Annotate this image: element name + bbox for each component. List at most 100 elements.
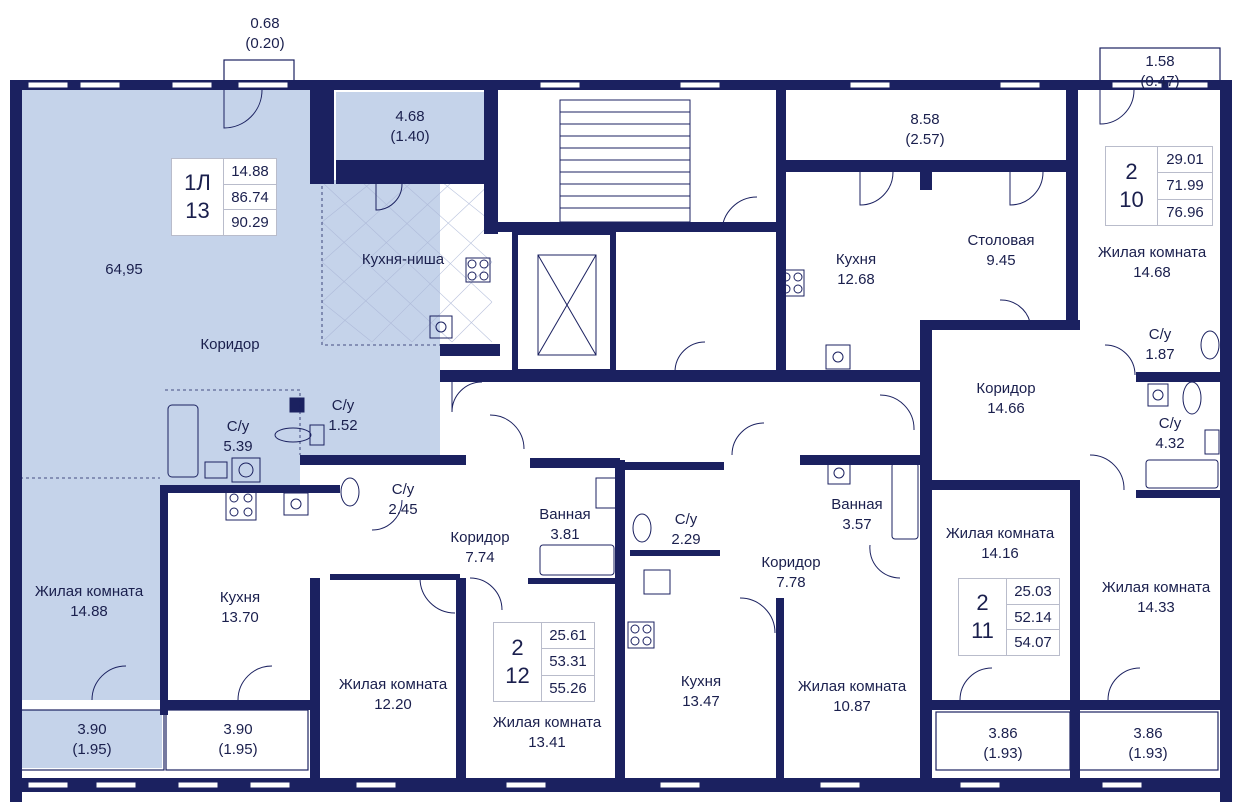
room-area: 3.57 (842, 516, 872, 533)
card-living-area: 29.01 (1158, 147, 1212, 174)
balcony-reduced-area: (2.57) (905, 131, 945, 148)
balcony-reduced-area: (1.40) (390, 128, 430, 145)
balcony-area: 1.58 (1145, 53, 1175, 70)
room-name: С/у (1158, 415, 1182, 432)
room-kitchen-niche: Кухня-ниша (362, 250, 444, 270)
balcony-bottom-4-label: 3.86 (1.93) (1128, 724, 1167, 764)
card-left: 2 10 (1106, 147, 1158, 225)
room-name: Кухня-ниша (361, 251, 445, 268)
room-corridor-12: Коридор 7.74 (450, 528, 509, 568)
room-living-big: 64,95 (105, 260, 143, 280)
room-name: Кухня (680, 673, 722, 690)
balcony-area: 8.58 (910, 111, 940, 128)
room-name: Жилая комната (945, 525, 1055, 542)
room-area: 4.32 (1155, 435, 1185, 452)
room-area: 12.20 (374, 696, 412, 713)
room-area: 1.87 (1145, 346, 1175, 363)
room-name: Жилая комната (338, 676, 448, 693)
card-number: 11 (971, 618, 994, 643)
apartment-card-10[interactable]: 2 10 29.01 71.99 76.96 (1105, 146, 1213, 226)
room-bath-12: Ванная 3.81 (539, 505, 590, 545)
room-name: Коридор (761, 554, 821, 571)
card-left: 1Л 13 (172, 159, 224, 235)
room-area: 9.45 (986, 252, 1016, 269)
room-area: 14.66 (987, 400, 1025, 417)
apartment-card-13[interactable]: 1Л 13 14.88 86.74 90.29 (171, 158, 277, 236)
room-bath-13a: С/у 5.39 (223, 417, 252, 457)
card-number: 12 (505, 663, 530, 688)
apartment-card-12[interactable]: 2 12 25.61 53.31 55.26 (493, 622, 595, 702)
room-corridor-10: Коридор 14.66 (976, 379, 1035, 419)
room-area: 13.41 (528, 734, 566, 751)
card-total-with-balcony: 90.29 (231, 214, 269, 232)
card-right: 25.03 52.14 54.07 (1007, 579, 1059, 655)
room-kitchen-10: Кухня 12.68 (836, 250, 876, 290)
card-right: 25.61 53.31 55.26 (542, 623, 594, 701)
room-name: С/у (226, 418, 250, 435)
balcony-reduced-area: (0.20) (245, 35, 285, 52)
room-name: Жилая комната (797, 678, 907, 695)
card-right: 29.01 71.99 76.96 (1158, 147, 1212, 225)
card-rooms: 2 (976, 590, 989, 615)
balcony-reduced-area: (1.93) (1128, 745, 1168, 762)
door-swings (91, 89, 1141, 701)
room-area: 2.29 (671, 531, 701, 548)
room-area: 2.45 (388, 501, 418, 518)
balcony-reduced-area: (0.47) (1140, 73, 1180, 90)
card-living-area: 14.88 (224, 159, 276, 185)
card-left: 2 12 (494, 623, 542, 701)
room-wc-11: С/у 2.29 (671, 510, 700, 550)
card-living-area: 25.61 (542, 623, 594, 650)
card-total-area: 86.74 (224, 185, 276, 211)
room-kitchen-11: Кухня 13.47 (681, 672, 721, 712)
balcony-top-small-label: 0.68 (0.20) (245, 14, 284, 54)
fixtures (167, 257, 1220, 649)
card-total-area: 71.99 (1158, 173, 1212, 200)
card-rooms: 1Л (184, 170, 211, 195)
balcony-reduced-area: (1.95) (72, 741, 112, 758)
room-area: 7.78 (776, 574, 806, 591)
card-number: 13 (185, 198, 210, 223)
room-name: С/у (331, 397, 355, 414)
card-total-with-balcony: 76.96 (1166, 203, 1204, 221)
room-corridor-13: Коридор (200, 335, 259, 355)
room-area: 64,95 (105, 261, 143, 278)
room-living-11b: Жилая комната 14.16 (946, 524, 1054, 564)
card-right: 14.88 86.74 90.29 (224, 159, 276, 235)
room-name: Кухня (219, 589, 261, 606)
balcony-area: 3.90 (223, 721, 253, 738)
room-area: 10.87 (833, 698, 871, 715)
balcony-area: 3.90 (77, 721, 107, 738)
room-name: Жилая комната (34, 583, 144, 600)
walls (10, 80, 1232, 802)
room-bath-13b: С/у 1.52 (328, 396, 357, 436)
apartment-card-11[interactable]: 2 11 25.03 52.14 54.07 (958, 578, 1060, 656)
room-area: 13.70 (221, 609, 259, 626)
room-name: Кухня (835, 251, 877, 268)
balcony-bottom-2-label: 3.90 (1.95) (218, 720, 257, 760)
room-corridor-11: Коридор 7.78 (761, 553, 820, 593)
room-living-10b: Жилая комната 14.33 (1102, 578, 1210, 618)
card-rooms: 2 (511, 635, 524, 660)
room-name: Коридор (200, 336, 260, 353)
room-wc-10a: С/у 1.87 (1145, 325, 1174, 365)
card-total-with-balcony: 55.26 (549, 679, 587, 697)
room-name: Жилая комната (1097, 244, 1207, 261)
room-area: 5.39 (223, 438, 253, 455)
room-name: С/у (1148, 326, 1172, 343)
room-area: 7.74 (465, 549, 495, 566)
room-area: 14.16 (981, 545, 1019, 562)
room-name: С/у (391, 481, 415, 498)
dashed-lines (20, 180, 492, 479)
room-area: 14.88 (70, 603, 108, 620)
room-area: 1.52 (328, 417, 358, 434)
balcony-top-right-label: 1.58 (0.47) (1140, 52, 1179, 92)
balcony-area: 4.68 (395, 108, 425, 125)
room-living-10a: Жилая комната 14.68 (1098, 243, 1206, 283)
room-living-11a: Жилая комната 10.87 (798, 677, 906, 717)
staircase (559, 99, 691, 223)
room-living-12b: Жилая комната 13.41 (493, 713, 601, 753)
room-area: 12.68 (837, 271, 875, 288)
room-wc-12: С/у 2.45 (388, 480, 417, 520)
card-total-area: 53.31 (542, 649, 594, 676)
